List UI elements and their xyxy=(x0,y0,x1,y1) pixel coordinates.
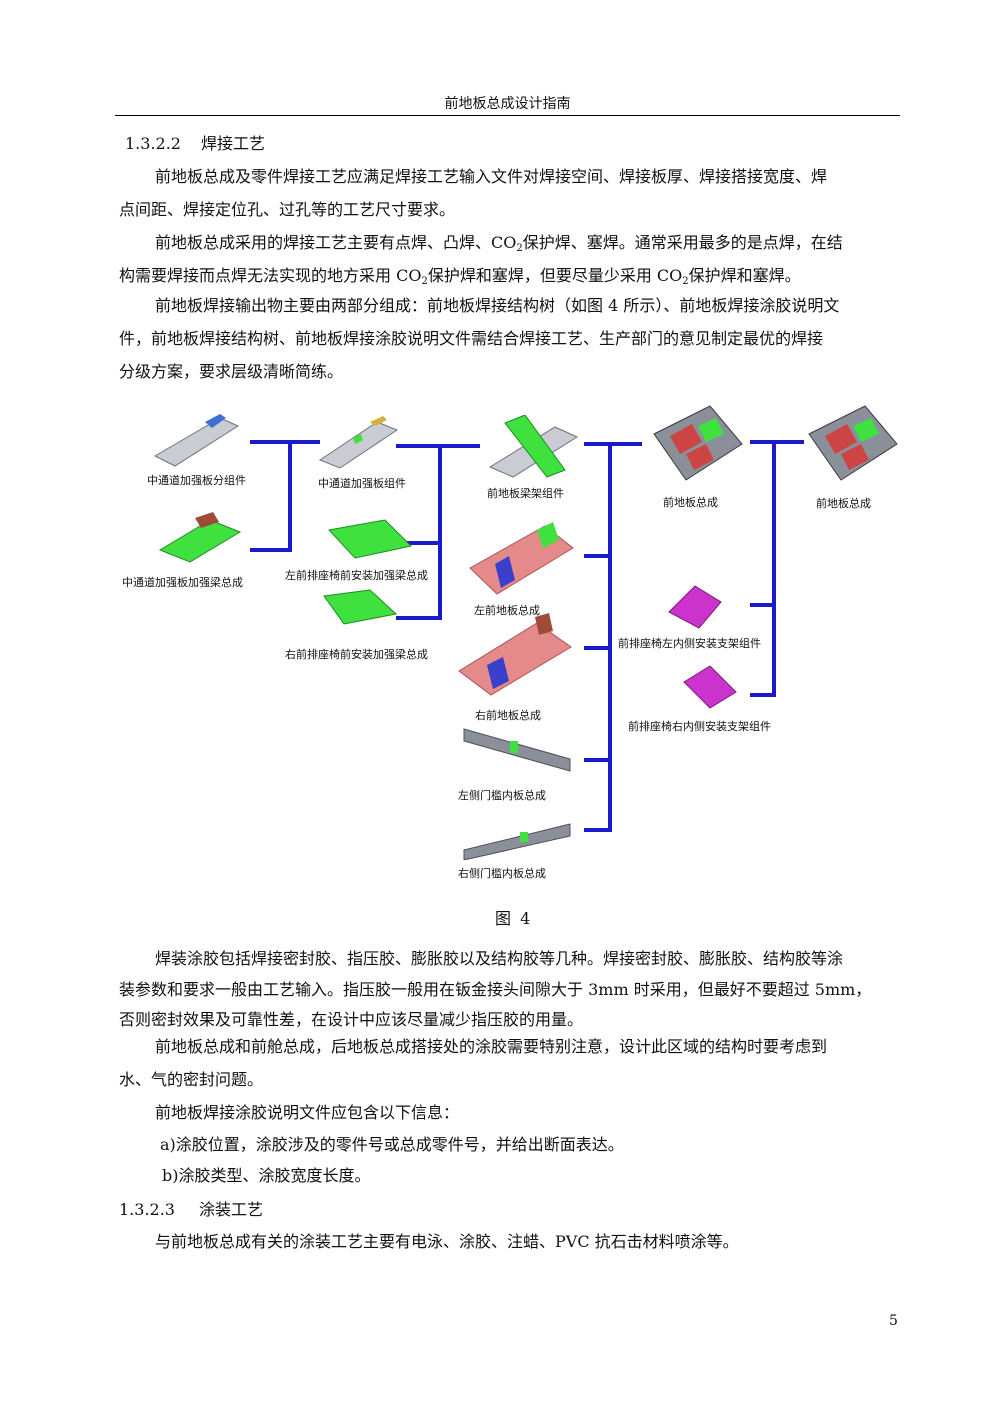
label-front-floor-2: 前地板总成 xyxy=(816,497,871,510)
section-number: 1.3.2.2 xyxy=(125,134,181,153)
left-floor-part-icon xyxy=(469,522,574,595)
welding-structure-tree: 中通道加强板分组件 中通道加强板加强梁总成 中通道加强板组件 左前排座椅前安装加… xyxy=(110,400,900,890)
tunnel-sub-part-icon xyxy=(153,414,240,467)
left-seat-beam-part-icon xyxy=(328,519,413,559)
subscript: 2 xyxy=(682,276,689,287)
figure-caption: 图 4 xyxy=(495,909,533,928)
text-run: 保护焊、塞焊。通常采用最多的是点焊，在结 xyxy=(522,233,843,252)
text-run: 前地板总成采用的焊接工艺主要有点焊、凸焊、CO xyxy=(155,233,517,252)
label-right-floor: 右前地板总成 xyxy=(475,709,541,722)
section-heading-paint: 1.3.2.3 涂装工艺 xyxy=(119,1200,263,1220)
right-sill-part-icon xyxy=(463,823,571,860)
paragraph-line: 水、气的密封问题。 xyxy=(119,1070,264,1089)
subscript: 2 xyxy=(421,276,428,287)
front-floor-final-part-icon xyxy=(808,405,898,481)
label-front-floor-1: 前地板总成 xyxy=(663,496,718,509)
list-item-b: b)涂胶类型、涂胶宽度长度。 xyxy=(162,1166,371,1185)
label-left-floor: 左前地板总成 xyxy=(474,604,540,617)
running-header: 前地板总成设计指南 xyxy=(444,96,571,112)
paragraph-line: 装参数和要求一般由工艺输入。指压胶一般用在钣金接头间隙大于 3mm 时采用，但最… xyxy=(119,980,872,999)
text-run: 构需要焊接而点焊无法实现的地方采用 CO xyxy=(119,266,422,285)
header-rule xyxy=(115,115,900,116)
label-tunnel-asm: 中通道加强板组件 xyxy=(318,477,406,490)
label-left-sill: 左侧门槛内板总成 xyxy=(458,789,546,802)
page-number: 5 xyxy=(889,1313,898,1329)
label-left-seat-beam: 左前排座椅前安装加强梁总成 xyxy=(285,569,428,582)
label-tunnel-beam: 中通道加强板加强梁总成 xyxy=(122,576,243,589)
tunnel-asm-part-icon xyxy=(318,416,399,469)
paragraph-line: 前地板总成采用的焊接工艺主要有点焊、凸焊、CO2保护焊、塞焊。通常采用最多的是点… xyxy=(155,233,843,259)
list-item-a: a)涂胶位置，涂胶涉及的零件号或总成零件号，并给出断面表达。 xyxy=(160,1135,624,1154)
label-right-seat-beam: 右前排座椅前安装加强梁总成 xyxy=(285,648,428,661)
paragraph-line: 前地板焊接涂胶说明文件应包含以下信息： xyxy=(155,1103,460,1122)
section-title: 涂装工艺 xyxy=(198,1200,263,1219)
right-seat-beam-part-icon xyxy=(323,589,398,625)
right-bracket-part-icon xyxy=(683,665,737,709)
section-number: 1.3.2.3 xyxy=(119,1200,175,1219)
text-run: 保护焊和塞焊。 xyxy=(688,266,801,285)
label-right-bracket: 前排座椅右内侧安装支架组件 xyxy=(628,720,771,733)
floor-frame-part-icon xyxy=(488,415,579,478)
label-left-bracket: 前排座椅左内侧安装支架组件 xyxy=(618,637,761,650)
label-tunnel-sub: 中通道加强板分组件 xyxy=(147,474,246,487)
paragraph-line: 前地板焊接输出物主要由两部分组成：前地板焊接结构树（如图 4 所示）、前地板焊接… xyxy=(155,296,840,315)
subscript: 2 xyxy=(516,243,523,254)
section-title: 焊接工艺 xyxy=(200,134,265,153)
front-floor-part-icon xyxy=(653,405,743,481)
paragraph-line: 前地板总成及零件焊接工艺应满足焊接工艺输入文件对焊接空间、焊接板厚、焊接搭接宽度… xyxy=(155,167,828,186)
left-bracket-part-icon xyxy=(668,585,722,629)
label-floor-frame: 前地板梁架组件 xyxy=(487,487,564,500)
label-right-sill: 右侧门槛内板总成 xyxy=(458,867,546,880)
paragraph-line: 构需要焊接而点焊无法实现的地方采用 CO2保护焊和塞焊，但要尽量少采用 CO2保… xyxy=(119,266,801,292)
paragraph-line: 否则密封效果及可靠性差，在设计中应该尽量减少指压胶的用量。 xyxy=(119,1010,584,1029)
paragraph-line: 焊装涂胶包括焊接密封胶、指压胶、膨胀胶以及结构胶等几种。焊接密封胶、膨胀胶、结构… xyxy=(155,949,844,968)
left-sill-part-icon xyxy=(463,728,571,772)
paragraph-line: 件，前地板焊接结构树、前地板焊接涂胶说明文件需结合焊接工艺、生产部门的意见制定最… xyxy=(119,329,824,348)
tunnel-beam-part-icon xyxy=(158,512,242,563)
paragraph-line: 前地板总成和前舱总成，后地板总成搭接处的涂胶需要特别注意，设计此区域的结构时要考… xyxy=(155,1037,828,1056)
tree-connectors xyxy=(250,440,804,832)
paragraph-line: 与前地板总成有关的涂装工艺主要有电泳、涂胶、注蜡、PVC 抗石击材料喷涂等。 xyxy=(155,1232,739,1251)
text-run: 保护焊和塞焊，但要尽量少采用 CO xyxy=(427,266,683,285)
right-floor-part-icon xyxy=(458,613,572,696)
paragraph-line: 点间距、焊接定位孔、过孔等的工艺尺寸要求。 xyxy=(119,200,456,219)
paragraph-line: 分级方案，要求层级清晰简练。 xyxy=(119,362,344,381)
section-heading-weld: 1.3.2.2 焊接工艺 xyxy=(125,134,265,154)
